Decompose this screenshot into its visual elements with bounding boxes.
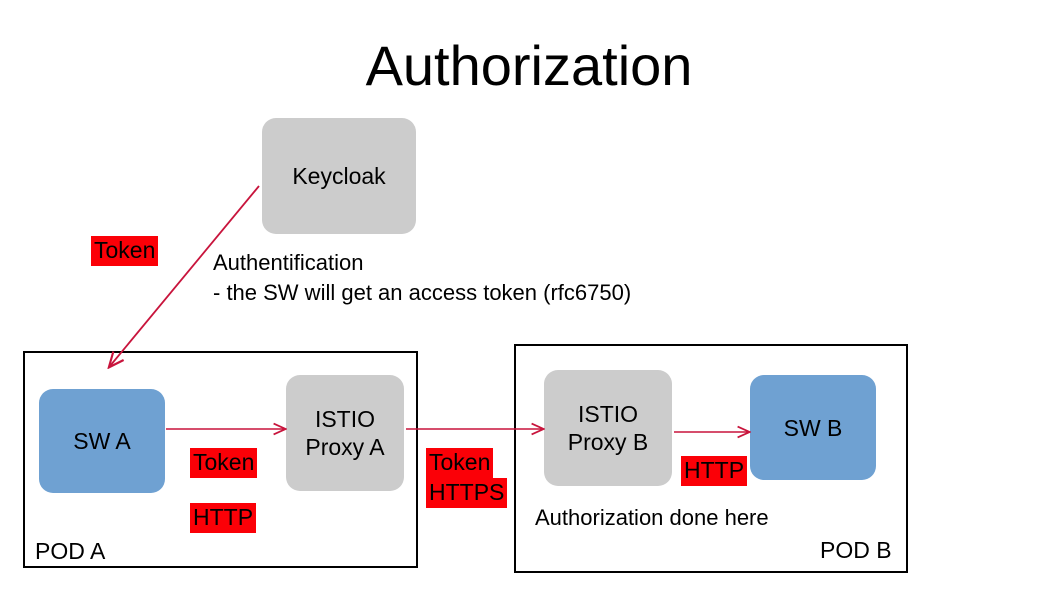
page-title: Authorization <box>365 34 693 97</box>
annotation-authentification: Authentification - the SW will get an ac… <box>213 250 632 305</box>
pod-b-label: POD B <box>820 537 892 563</box>
node-sw-b-label: SW B <box>783 414 843 441</box>
node-istio-proxy-b-label: ISTIO Proxy B <box>567 401 649 455</box>
tag-label: HTTP <box>190 503 257 533</box>
pod-b-container <box>514 344 908 573</box>
node-sw-b[interactable]: SW B <box>750 375 876 480</box>
node-istio-proxy-a-label: ISTIO Proxy A <box>305 406 385 460</box>
node-sw-a-label: SW A <box>73 428 131 454</box>
tag-label: HTTP <box>681 456 748 486</box>
node-keycloak[interactable]: Keycloak <box>262 118 416 234</box>
node-keycloak-label: Keycloak <box>292 163 386 189</box>
tag-label: Token <box>91 236 159 266</box>
tag-pod-a-token: Token <box>190 448 258 478</box>
tag-label: Token <box>190 448 258 478</box>
node-istio-proxy-b[interactable]: ISTIO Proxy B <box>544 370 672 486</box>
annotation-authorization-done-here: Authorization done here <box>535 505 769 530</box>
tag-label-https: HTTPS <box>426 478 508 508</box>
tag-pod-a-http: HTTP <box>190 503 257 533</box>
tag-between-pods: Token HTTPS <box>426 448 508 508</box>
tag-keycloak-token: Token <box>91 236 159 266</box>
node-sw-a[interactable]: SW A <box>39 389 165 493</box>
pod-a-label: POD A <box>35 538 106 564</box>
tag-pod-b-http: HTTP <box>681 456 748 486</box>
node-istio-proxy-a[interactable]: ISTIO Proxy A <box>286 375 404 491</box>
tag-label-token: Token <box>426 448 494 478</box>
